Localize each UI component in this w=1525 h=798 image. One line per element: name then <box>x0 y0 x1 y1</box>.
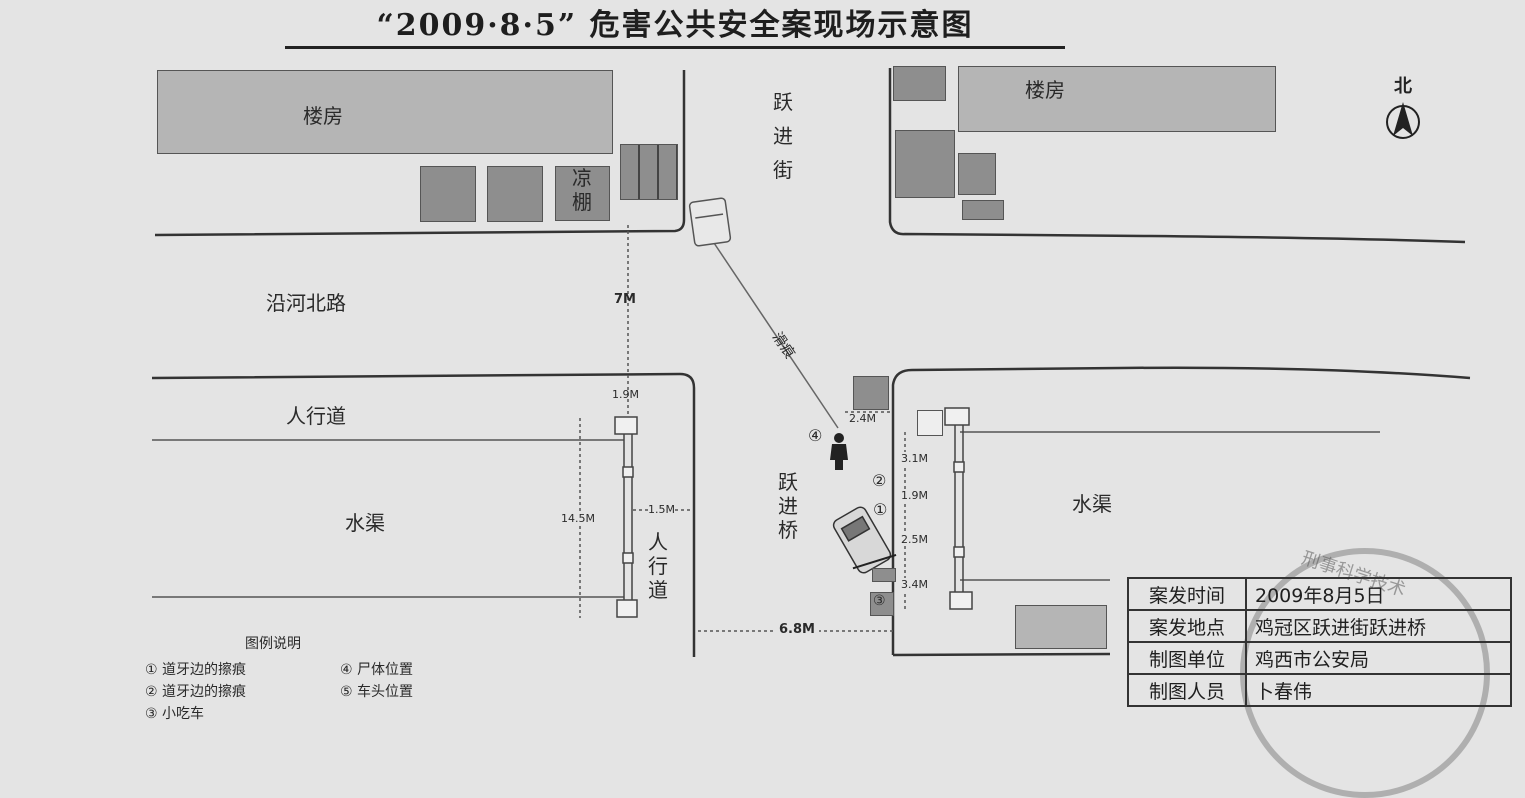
canal-left-label: 水渠 <box>345 511 385 535</box>
marker-1: ① <box>873 500 888 519</box>
bridge-label: 跃进桥 <box>778 470 798 542</box>
info-value: 卜春伟 <box>1245 673 1512 707</box>
road-label: 沿河北路 <box>266 291 346 315</box>
table-row: 案发时间 2009年8月5日 <box>1127 577 1512 611</box>
legend-item: ⑤ 车头位置 <box>340 684 414 700</box>
building-right-label: 楼房 <box>1025 78 1065 102</box>
shed <box>555 166 610 221</box>
north-label: 北 <box>1394 76 1412 97</box>
dim-1-9m-right: 1.9M <box>901 489 928 502</box>
shed-label: 凉棚 <box>572 166 592 214</box>
case-info-table: 案发时间 2009年8月5日 案发地点 鸡冠区跃进街跃进桥 制图单位 鸡西市公安… <box>1127 577 1512 707</box>
table-row: 案发地点 鸡冠区跃进街跃进桥 <box>1127 609 1512 643</box>
building-right <box>958 66 1276 132</box>
car-front-mark <box>872 568 896 582</box>
info-value: 鸡冠区跃进街跃进桥 <box>1245 609 1512 643</box>
info-key: 制图单位 <box>1127 641 1247 675</box>
marker-3: ③ <box>873 593 886 609</box>
info-key: 制图人员 <box>1127 673 1247 707</box>
legend-item: ② 道牙边的擦痕 <box>145 684 247 700</box>
dim-bridge-width: 6.8M <box>775 622 819 637</box>
sidewalk-side-label: 人行道 <box>648 530 668 602</box>
table-row: 制图人员 卜春伟 <box>1127 673 1512 707</box>
marker-4: ④ <box>808 426 823 445</box>
dim-1-5m: 1.5M <box>648 503 675 516</box>
canal-right-label: 水渠 <box>1072 492 1112 516</box>
info-key: 案发时间 <box>1127 577 1247 611</box>
sidewalk-top-label: 人行道 <box>286 404 346 428</box>
legend-item: ① 道牙边的擦痕 <box>145 662 247 678</box>
legend-item: ④ 尸体位置 <box>340 662 414 678</box>
shop-2 <box>487 166 543 222</box>
stall-block <box>620 144 678 200</box>
dim-1-9m-left: 1.9M <box>612 388 639 401</box>
dim-2-4m: 2.4M <box>849 412 876 425</box>
legend-item: ③ 小吃车 <box>145 706 205 722</box>
info-key: 案发地点 <box>1127 609 1247 643</box>
dim-2-5m: 2.5M <box>901 533 928 546</box>
box-bottom-right <box>1015 605 1107 649</box>
building-left <box>157 70 613 154</box>
diagram-title: “2009·8·5” 危害公共安全案现场示意图 <box>285 6 1065 49</box>
box-right-post <box>917 410 943 436</box>
snack-cart <box>870 592 894 616</box>
marker-2: ② <box>872 471 887 490</box>
building-right-small-3 <box>958 153 996 195</box>
legend-heading: 图例说明 <box>245 636 301 652</box>
dim-3-1m: 3.1M <box>901 452 928 465</box>
dim-road-width: 7M <box>614 292 636 307</box>
info-value: 鸡西市公安局 <box>1245 641 1512 675</box>
road-lines <box>151 68 1471 657</box>
info-value: 2009年8月5日 <box>1245 577 1512 611</box>
box-near-bridge <box>853 376 889 410</box>
building-right-small-1 <box>893 66 946 101</box>
table-row: 制图单位 鸡西市公安局 <box>1127 641 1512 675</box>
dim-3-4m: 3.4M <box>901 578 928 591</box>
building-right-small-2 <box>895 130 955 198</box>
street-label: 跃进街 <box>773 90 793 182</box>
building-left-label: 楼房 <box>303 104 343 128</box>
building-right-small-4 <box>962 200 1004 220</box>
scene-diagram: “2009·8·5” 危害公共安全案现场示意图 <box>145 6 1512 798</box>
dim-14-5m: 14.5M <box>561 512 595 525</box>
shop-1 <box>420 166 476 222</box>
